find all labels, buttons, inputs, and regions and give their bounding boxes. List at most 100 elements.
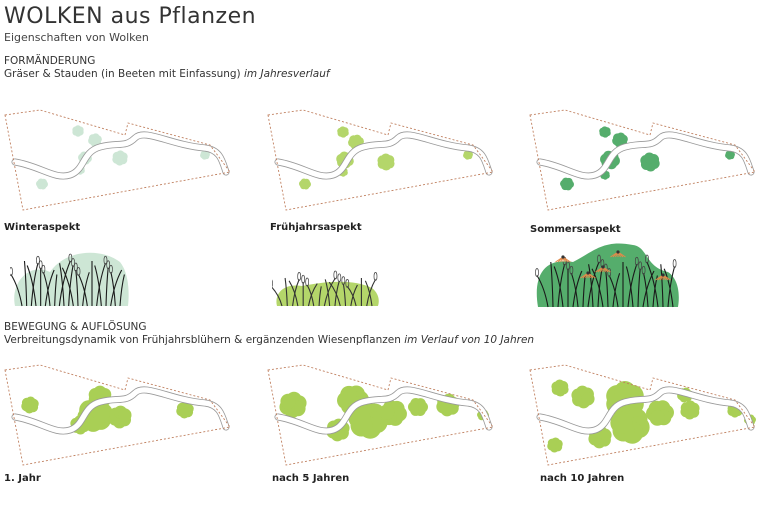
cloud-lobe <box>619 134 628 144</box>
grass-blade <box>119 274 125 307</box>
grass-seedhead <box>301 274 306 284</box>
description-text: Gräser & Stauden (in Beeten mit Einfassu… <box>4 68 241 80</box>
grass-blade <box>59 263 65 307</box>
plant-illustration-spring <box>272 270 379 307</box>
grass-seedhead <box>10 267 13 276</box>
grass-blade <box>572 270 583 308</box>
cloud-lobe <box>547 438 557 448</box>
grass-seedhead <box>337 273 342 283</box>
cloud-lobe <box>36 180 43 188</box>
grass-blade <box>272 286 283 307</box>
path-fill <box>275 132 492 179</box>
label-summer: Sommersaspekt <box>530 224 621 235</box>
grass-blade <box>288 280 299 307</box>
grass-blade <box>588 264 594 308</box>
vegetation-cloud <box>599 126 611 138</box>
label-year-1: 1. Jahr <box>4 473 41 484</box>
cloud-lobe <box>560 179 568 188</box>
vegetation-cloud <box>200 150 210 160</box>
flower <box>580 271 596 279</box>
vegetation-cloud <box>646 400 674 426</box>
grass-blade <box>58 260 71 307</box>
cloud-lobe <box>118 152 128 162</box>
plant-illustration-winter <box>10 252 129 307</box>
grass-blade <box>68 265 74 307</box>
description-italic: im Verlauf von 10 Jahren <box>404 334 535 346</box>
description-text: Verbreitungsdynamik von Frühjahrsblühern… <box>4 334 401 346</box>
grass-blade <box>570 273 579 308</box>
grass-blade <box>324 279 331 307</box>
grass-blade <box>582 275 586 308</box>
grass-blade <box>660 264 664 308</box>
path-fill <box>537 132 754 179</box>
grass-blade <box>557 264 566 308</box>
plant-illustration-summer <box>535 243 679 308</box>
grass-seedhead <box>38 260 43 270</box>
label-year-5: nach 5 Jahren <box>272 473 350 484</box>
plan-spring <box>267 109 494 211</box>
vegetation-cloud <box>377 153 395 171</box>
grass-blade <box>612 273 621 308</box>
path-fill <box>12 132 229 179</box>
cloud-lobe <box>74 130 82 137</box>
grass-seedhead <box>341 276 346 285</box>
grass-seedhead <box>345 279 350 288</box>
grass-seedhead <box>76 267 81 276</box>
grass-seedhead <box>103 255 108 265</box>
cloud-lobe <box>21 397 32 408</box>
grass-blade <box>26 265 37 307</box>
grass-blade <box>550 261 554 308</box>
cloud-lobe <box>377 158 388 169</box>
vegetation-cloud <box>279 391 307 419</box>
vegetation-cloud <box>299 178 311 190</box>
vegetation-cloud <box>547 437 563 453</box>
section-heading: FORMÄNDERUNG <box>4 55 96 67</box>
plan-year-10 <box>529 364 756 466</box>
grass-blade <box>591 268 604 308</box>
vegetation-cloud <box>72 125 84 137</box>
cloud-lobe <box>349 135 359 145</box>
flower <box>595 265 611 273</box>
cloud-lobe <box>93 385 107 399</box>
plan-year-5 <box>267 364 494 466</box>
label-spring: Frühjahrsaspekt <box>270 222 362 233</box>
cloud-lobe <box>463 152 469 159</box>
cloud-lobe <box>92 403 113 423</box>
page-title: WOLKEN aus Pflanzen <box>4 4 257 29</box>
grass-blade <box>643 273 649 308</box>
path-fill <box>12 387 229 434</box>
description-italic: im Jahresverlauf <box>243 68 330 80</box>
grass-blade <box>23 260 28 307</box>
grass-blade <box>75 269 79 307</box>
flower <box>610 250 626 258</box>
grass-seedhead <box>607 268 612 277</box>
grass-blade <box>328 281 341 307</box>
grass-blade <box>96 263 106 307</box>
cloud-lobe <box>94 135 102 144</box>
vegetation-cloud <box>610 406 650 444</box>
grass-blade <box>627 264 638 308</box>
vegetation-cloud <box>21 396 39 414</box>
cloud-lobe <box>599 127 606 135</box>
grass-seedhead <box>36 255 40 265</box>
grass-blade <box>625 266 634 308</box>
vegetation-cloud <box>108 405 132 429</box>
vegetation-cloud <box>725 150 735 160</box>
grass-blade <box>642 270 655 308</box>
grass-seedhead <box>645 254 649 264</box>
grass-seedhead <box>638 261 643 271</box>
vegetation-cloud <box>112 150 128 166</box>
vegetation-cloud <box>600 170 610 180</box>
cloud-lobe <box>440 403 454 417</box>
section-heading: BEWEGUNG & AUFLÖSUNG <box>4 321 147 333</box>
grass-seedhead <box>297 272 302 281</box>
grass-seedhead <box>71 258 75 267</box>
page-subtitle: Eigenschaften von Wolken <box>4 31 149 44</box>
vegetation-cloud <box>408 398 428 416</box>
grass-blade <box>94 265 102 307</box>
cloud-lobe <box>688 406 700 418</box>
grass-seedhead <box>109 264 113 274</box>
grass-blade <box>346 286 357 307</box>
grass-blade <box>342 283 347 307</box>
grass-blade <box>284 277 288 307</box>
